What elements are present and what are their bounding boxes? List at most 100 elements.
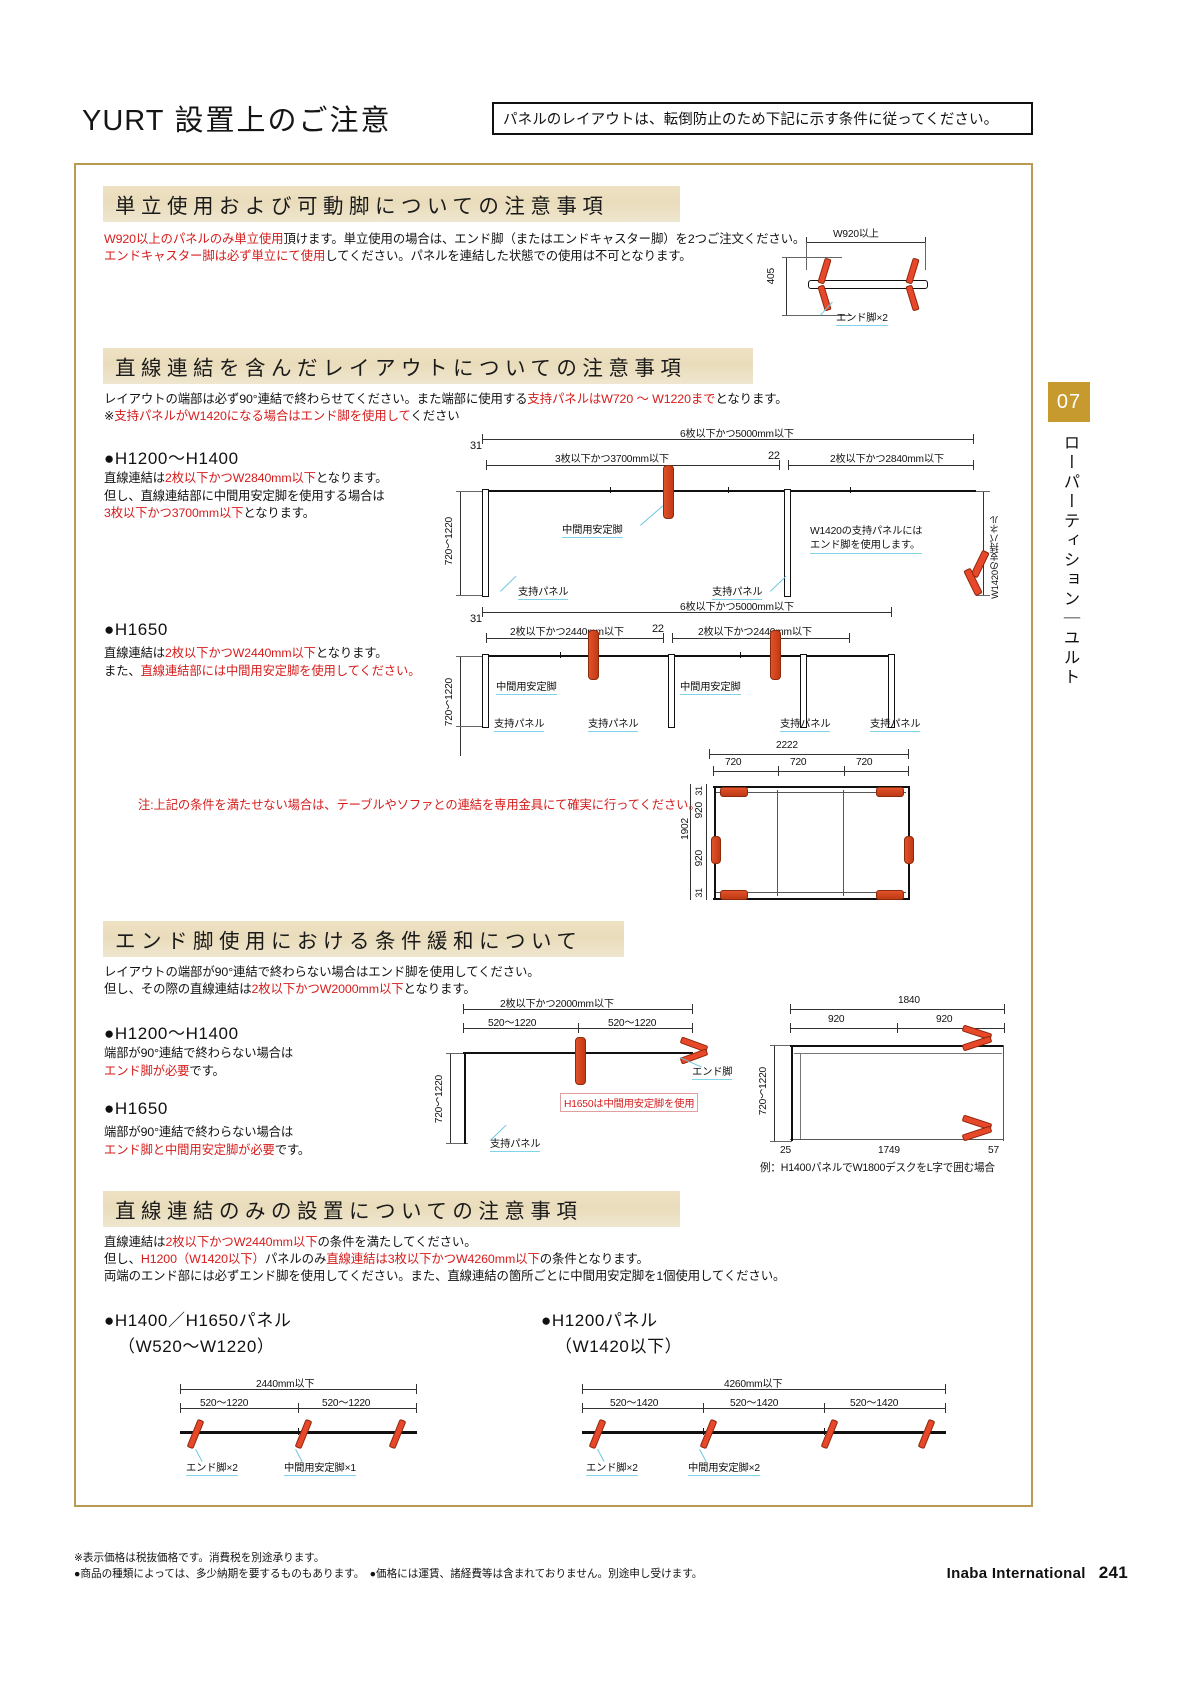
diagram-endleg-left: 2枚以下かつ2000mm以下 520～1220 520～1220 720～122… <box>430 995 733 1155</box>
diagram-panel-group-2: 4260mm以下 520～1420 520～1420 520～1420 エンド脚… <box>572 1375 972 1476</box>
dim-520-1420-b: 520～1420 <box>730 1398 779 1409</box>
straight-layout-paragraph: レイアウトの端部は必ず90°連結で終わらせてください。また端部に使用する支持パネ… <box>104 391 788 425</box>
h1650-text: 直線連結は2枚以下かつW2440mm以下となります。 また、直線連結部には中間用… <box>104 645 420 680</box>
plan-leg-2 <box>876 787 904 797</box>
dim-405: 405 <box>766 268 777 285</box>
h12-l3b: となります。 <box>243 506 315 520</box>
dim-overall-5000-b: 6枚以下かつ5000mm以下 <box>680 602 794 613</box>
label-support-1: 支持パネル <box>518 583 569 600</box>
label-support-b3: 支持パネル <box>780 715 831 732</box>
els2-l2a: エンド脚と中間用安定脚が必要 <box>104 1142 275 1157</box>
h16-l1a: 直線連結は <box>104 646 165 660</box>
dim-2440-b: 2枚以下かつ2440mm以下 <box>698 627 812 638</box>
so-l2e: の条件となります。 <box>539 1252 649 1266</box>
end-leg-right-far <box>963 549 991 602</box>
subsection-title-h1200-1400: ●H1200～H1400 <box>104 449 239 468</box>
dim-25: 25 <box>780 1145 791 1156</box>
h12-l1a: 直線連結は <box>104 471 165 485</box>
diagram-standalone: W920以上 405 エンド脚×2 <box>760 225 1010 330</box>
dim-4260-only: 4260mm以下 <box>724 1379 783 1390</box>
standalone-l1-a: W920以上のパネルのみ単立使用 <box>104 232 284 246</box>
mid-stabiliser-leg-b1 <box>588 630 599 680</box>
standalone-paragraph: W920以上のパネルのみ単立使用頂けます。単立使用の場合は、エンド脚（またはエン… <box>104 231 805 265</box>
section-heading-endleg: エンド脚使用における条件緩和について <box>103 921 624 957</box>
p2-end-leg-right <box>915 1418 939 1450</box>
sl-l2-a: ※ <box>104 409 115 423</box>
dim-920-a: 920 <box>828 1014 845 1025</box>
dim-520-1220-p1b: 520～1220 <box>322 1398 371 1409</box>
dim-520-1220-p1a: 520～1220 <box>200 1398 249 1409</box>
h16-l1c: となります。 <box>315 646 388 660</box>
dim-w920: W920以上 <box>833 229 879 240</box>
panel-group-2-title-1: ●H1200パネル <box>541 1311 658 1330</box>
els1-l2b: です。 <box>189 1063 225 1078</box>
dim-920-b: 920 <box>936 1014 953 1025</box>
end-leg-right <box>900 257 922 312</box>
panel-group-1-title-2: （W520～W1220） <box>118 1337 275 1356</box>
p1-label-end: エンド脚×2 <box>186 1459 238 1476</box>
dim-overall-5000: 6枚以下かつ5000mm以下 <box>680 429 794 440</box>
section-heading-standalone-text: 単立使用および可動脚についての注意事項 <box>115 195 609 218</box>
diagram-h1200-1400-run: 6枚以下かつ5000mm以下 31 3枚以下かつ3700mm以下 22 2枚以下… <box>440 425 1006 600</box>
p1-end-leg-left <box>184 1418 208 1450</box>
el-l2a: 但し、その際の直線連結は <box>104 982 252 996</box>
dim-1840: 1840 <box>898 995 920 1006</box>
endleg-sub-text-1: 端部が90°連結で終わらない場合は エンド脚が必要です。 <box>104 1045 293 1080</box>
dim-720-1220-b: 720～1220 <box>444 678 455 727</box>
h16-l1b: 2枚以下かつW2440mm以下 <box>165 646 316 660</box>
p2-label-end: エンド脚×2 <box>586 1459 638 1476</box>
dim-22: 22 <box>768 450 780 462</box>
dim-2000: 2枚以下かつ2000mm以下 <box>500 999 614 1010</box>
dim-2440-a: 2枚以下かつ2440mm以下 <box>510 627 624 638</box>
footer-notes: ※表示価格は税抜価格です。消費税を別途承ります。 ●商品の種類によっては、多少納… <box>74 1551 702 1582</box>
els1-l1: 端部が90°連結で終わらない場合は <box>104 1046 294 1060</box>
label-support-2: 支持パネル <box>712 583 763 600</box>
footer-line-1: ※表示価格は税抜価格です。消費税を別途承ります。 <box>74 1552 325 1564</box>
straight-only-paragraph: 直線連結は2枚以下かつW2440mm以下の条件を満たしてください。 但し、H12… <box>104 1234 785 1285</box>
p1-mid-leg <box>292 1418 316 1450</box>
diagram-h1650-run: 6枚以下かつ5000mm以下 31 2枚以下かつ2440mm以下 22 2枚以下… <box>440 598 1006 756</box>
so-l2a: 但し、 <box>104 1252 141 1266</box>
endleg-paragraph: レイアウトの端部が90°連結で終わらない場合はエンド脚を使用してください。 但し… <box>104 964 540 998</box>
subsection-title-h1650: ●H1650 <box>104 620 168 639</box>
desk-end-leg-2 <box>960 1114 993 1143</box>
h16-l2a: また、 <box>104 663 141 678</box>
so-l1a: 直線連結は <box>104 1235 166 1249</box>
p2-label-mid: 中間用安定脚×2 <box>688 1459 760 1476</box>
so-l1b: 2枚以下かつW2440mm以下 <box>165 1235 318 1249</box>
side-tab-label: ローパーティション｜ユルト <box>1061 434 1079 688</box>
plan-leg-4 <box>876 890 904 900</box>
plan-leg-6 <box>904 836 914 864</box>
dim-3700: 3枚以下かつ3700mm以下 <box>555 454 669 465</box>
plan-leg-5 <box>711 836 721 864</box>
sl-l2-c: ください <box>410 409 460 423</box>
endleg-tip <box>678 1036 709 1065</box>
so-l1c: の条件を満たしてください。 <box>317 1235 477 1249</box>
dim-720-1220: 720～1220 <box>444 517 455 566</box>
footer-page-number: 241 <box>1098 1563 1128 1582</box>
label-end-leg: エンド脚 <box>692 1063 733 1080</box>
endleg-sub-title-1: ●H1200～H1400 <box>104 1024 239 1043</box>
label-mid-leg-b2: 中間用安定脚 <box>680 678 741 695</box>
p2-mid-leg-2 <box>818 1418 842 1450</box>
page-title-en: YURT <box>82 105 165 137</box>
dim-2222: 2222 <box>776 740 798 751</box>
footer-line-2: ●商品の種類によっては、多少納期を要するものもあります。 ●価格には運賃、諸経費… <box>74 1567 703 1580</box>
dim-720-1220-d: 720～1220 <box>758 1067 769 1116</box>
note-w1420: W1420の支持パネルには エンド脚を使用します。 <box>810 525 923 554</box>
el-l2b: 2枚以下かつW2000mm以下 <box>251 982 404 996</box>
dim-2440-only: 2440mm以下 <box>256 1379 315 1390</box>
dim-920-bot: 920 <box>694 850 705 867</box>
dim-31-plan-top: 31 <box>694 786 704 796</box>
dim-720-c: 720 <box>856 757 873 768</box>
dim-22-b: 22 <box>652 623 664 635</box>
dim-520-1220-a: 520～1220 <box>488 1018 537 1029</box>
panel-group-2-title-2: （W1420以下） <box>555 1337 683 1356</box>
els1-l2a: エンド脚が必要 <box>104 1063 190 1078</box>
dim-720-a: 720 <box>725 757 742 768</box>
so-l2b: H1200（W1420以下） <box>140 1252 265 1266</box>
straight-layout-footnote: 注:上記の条件を満たせない場合は、テーブルやソファとの連結を専用金具にて確実に行… <box>138 798 701 812</box>
p1-label-mid: 中間用安定脚×1 <box>284 1459 356 1476</box>
